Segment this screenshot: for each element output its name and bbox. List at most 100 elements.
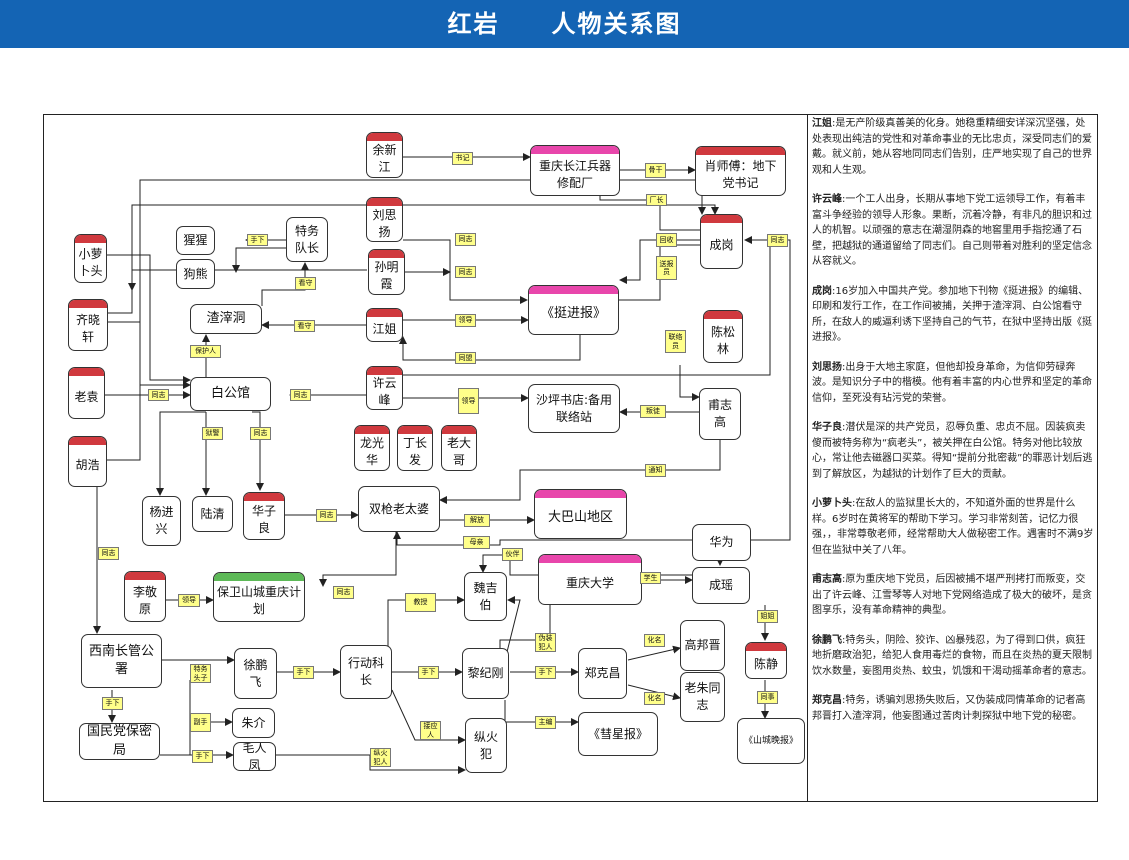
node-huixingbao: 《彗星报》 [578,712,658,756]
node-xinanzhangguan: 西南长管公署 [81,634,162,688]
desc-xiaoluobotou: 小萝卜头:在敌人的监狱里长大的，不知道外面的世界是什么样。6岁时在黄将军的帮助下… [812,498,1094,556]
node-guominbaomiju: 国民党保密局 [79,723,160,760]
desc-zhengkechang: 郑克昌:特务，诱骗刘思扬失败后，又伪装成同情革命的记者高邦晋打入渣滓洞，他妄图通… [812,695,1086,722]
node-dingchangfa: 丁长发 [397,425,433,471]
tag-chengyao-weiji: 伙伴 [502,548,523,561]
node-shaping: 沙坪书店:备用联络站 [528,384,620,433]
link-sunming-top [128,269,367,291]
link-qixiao-baigong [108,321,191,389]
tag-xingdong-zonghuo: 接应人 [420,721,441,740]
desc-puzhigao: 甫志高:原为重庆地下党员，后因被捕不堪严刑拷打而叛变，交出了许云峰、江雪琴等人对… [812,574,1092,616]
tag-chenggang-ting2: 送报员 [656,256,677,280]
link-chensong-puzhi [679,365,700,401]
diagram-frame [43,114,1098,802]
tag-yuxin-factory: 书记 [452,152,473,165]
tag-chongda-chengyao: 学生 [640,572,661,584]
link-xingdong-zonghuo [391,689,466,744]
tag-puzhi-shuang: 通知 [645,464,666,477]
link-xiaoluobo-baigong [107,254,191,384]
link-shuang-baowei [319,532,397,587]
tag-chenggang-right: 同志 [767,234,788,247]
tag-zheng-gaobang: 化名 [644,634,665,647]
node-qixiaoxuan: 齐晓轩 [68,299,108,351]
tag-zhazidong-baigong: 保护人 [190,345,221,358]
link-zheng-laozhu [627,684,681,701]
link-qixiao-chenggang [107,204,719,314]
node-xuyunfeng: 许云峰 [366,366,403,410]
tag-laoyuan-baigong: 同志 [148,389,169,401]
node-sunmingxia: 孙明霞 [368,249,405,295]
tag-shuang-daba: 解放 [464,514,490,527]
tag-lijing-baowei: 领导 [178,594,200,607]
desc-huaziliang: 华子良:潜伏是深的共产党员，忍辱负重、忠贞不屈。因装疯卖傻而被特务称为“疯老头”… [812,422,1093,480]
node-gouxiong: 狗熊 [176,259,215,289]
node-weijibo: 魏吉伯 [464,572,507,621]
node-lijingyuan: 李敬原 [124,571,166,622]
node-chongqingdaxue: 重庆大学 [538,554,642,605]
link-baigong-yang [156,411,206,496]
node-huawei: 华为 [692,524,751,561]
tag-factory-xiaoshi: 骨干 [645,163,666,178]
node-luqing: 陆清 [192,496,233,532]
desc-xuyunfeng: 许云峰:一个工人出身，长期从事地下党工运领导工作，有着丰富斗争经验的领导人形象。… [812,194,1092,267]
node-huaziliang: 华子良 [243,492,285,540]
node-puzhigao: 甫志高 [699,388,741,440]
tag-xupeng-xingdong: 手下 [293,666,314,679]
link-baigong-huazi [252,411,264,491]
tag-huawei-shuang: 母亲 [463,536,490,549]
node-huhao: 胡浩 [68,436,107,487]
tag-xinan-baomi: 手下 [102,697,123,710]
node-zonghuofan: 纵火犯 [465,718,507,773]
node-maorenfeng: 毛人凤 [233,742,276,771]
node-chensonglin: 陈松林 [703,310,743,363]
description-panel: 江姐:是无产阶级真善美的化身。她稳重精细安详深沉坚强，处处表现出纯洁的党性和对革… [812,116,1094,738]
node-tingjinbao: 《挺进报》 [528,285,619,335]
node-zhujie: 朱介 [232,708,275,738]
tag-xuyun-baigong: 同志 [290,389,311,401]
node-shanchengwanbao: 《山城晚报》 [737,718,805,764]
node-lijigang: 黎纪刚 [462,648,509,699]
node-baigongguan: 白公馆 [190,377,271,411]
node-chenggang: 成岗 [700,214,743,269]
node-laodage: 老大哥 [441,425,477,471]
tag-jiangjie-zhazidong: 看守 [294,320,315,332]
tag-baomi-mao: 手下 [192,750,213,763]
node-xupengfei: 徐鹏飞 [234,648,277,699]
tag-huazi-shuang: 同志 [316,509,337,522]
node-longguanghua: 龙光华 [354,425,390,471]
tag-chongda-lijigang: 伪装犯人 [535,633,556,652]
link-xingdong-weiji [387,596,465,652]
desc-liusiyang: 刘思扬:出身于大地主家庭，但他却投身革命，为信仰劳碌奔波。是知识分子中的楷模。他… [812,361,1092,404]
tag-tewu-shouxia: 手下 [247,234,268,246]
node-xiaoshifu: 肖师傅：地下党书记 [695,146,786,196]
tag-xingdong-weiji: 教授 [405,593,436,612]
node-laozhutongzhi: 老朱同志 [680,672,725,722]
tag-xinan-zonghuo: 纵火犯人 [370,748,391,767]
node-chenjing: 陈静 [745,642,787,679]
tag-chenggang-factory: 厂长 [646,194,667,206]
node-baoweishancheng: 保卫山城重庆计划 [213,572,305,622]
tag-xingdong-lijigang: 手下 [418,666,439,679]
page-title: 红岩 人物关系图 [0,0,1129,48]
link-zhazidong-tewu [261,262,309,306]
tag-zhazidong-tewu: 看守 [295,277,316,290]
tag-sunming-ting: 同志 [455,266,476,278]
node-gaobangjin: 高邦晋 [680,620,725,671]
tag-chensong: 联络员 [665,330,686,353]
tag-puzhi-shaping: 叛徒 [640,405,666,418]
node-yuxinjiang: 余新江 [366,132,403,178]
node-laoyuan: 老袁 [68,367,105,419]
node-jiangjie: 江姐 [366,308,403,342]
tag-liusi-ting: 同志 [455,233,476,246]
node-chongqing-factory: 重庆长江兵器修配厂 [530,145,620,196]
tag-baigong-huazi: 同志 [250,427,271,440]
link-zheng-gaobang [627,645,681,661]
desc-xupengfei: 徐鹏飞:特务头，阴险、狡诈、凶暴残忍，为了得到口供，疯狂地折磨政治犯，给犯人食用… [812,634,1092,677]
link-huawei-shuang [393,531,692,546]
node-zhengkechang: 郑克昌 [578,648,627,699]
tag-xinan-xupeng: 特务头子 [190,664,211,683]
tag-chenjing-shancheng: 同事 [757,691,778,704]
link-tewu-gouxiong [232,247,286,273]
tag-lijigang-zheng: 手下 [535,666,556,679]
tag-jiangjie-ting: 领导 [455,314,476,327]
